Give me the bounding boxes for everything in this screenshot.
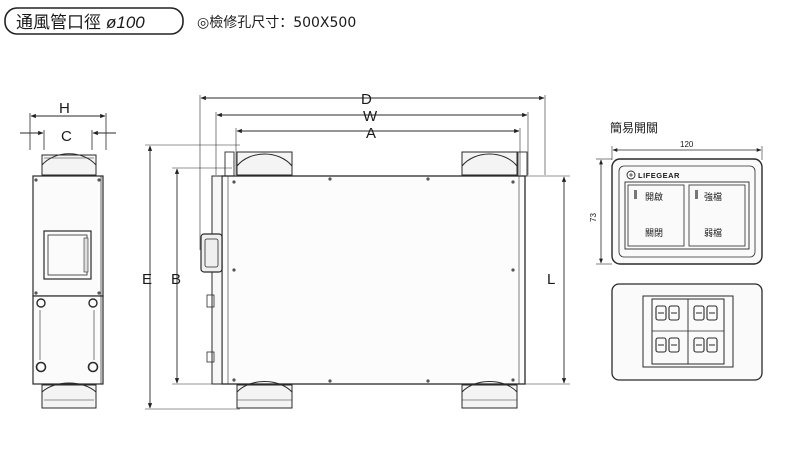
dimension-label-c: C [61, 128, 72, 145]
switch-panel-title: 簡易開關 [610, 120, 658, 135]
duct-size-badge [4, 7, 184, 35]
header: 通風管口徑 ø100 ◎檢修孔尺寸：500X500 [4, 7, 356, 35]
dimension-label-w: W [363, 108, 378, 125]
dimension-label-e: E [142, 271, 152, 288]
dimension-label-h: H [59, 100, 70, 117]
key-label-weak: 弱檔 [704, 227, 722, 239]
dimension-label-b: B [171, 271, 181, 288]
dimension-label-a: A [366, 125, 376, 142]
dimension-label-d: D [361, 91, 372, 108]
switch-height-dim: 73 [589, 213, 598, 222]
duct-size: ø100 [106, 13, 145, 32]
dimension-label-l: L [547, 271, 555, 288]
front-view [145, 95, 570, 410]
switch-panel-front [596, 146, 763, 265]
inspection-hole-text: ◎檢修孔尺寸：500X500 [197, 14, 356, 31]
duct-label: 通風管口徑 [16, 13, 101, 33]
brand-name: LIFEGEAR [638, 171, 680, 180]
key-label-strong: 強檔 [704, 191, 722, 203]
brand-logo-icon [626, 170, 636, 180]
key-label-off: 關閉 [645, 228, 663, 239]
switch-width-dim: 120 [680, 140, 694, 149]
side-view [20, 113, 116, 409]
key-label-on: 開啟 [645, 191, 663, 203]
switch-panel-rear [611, 283, 763, 381]
